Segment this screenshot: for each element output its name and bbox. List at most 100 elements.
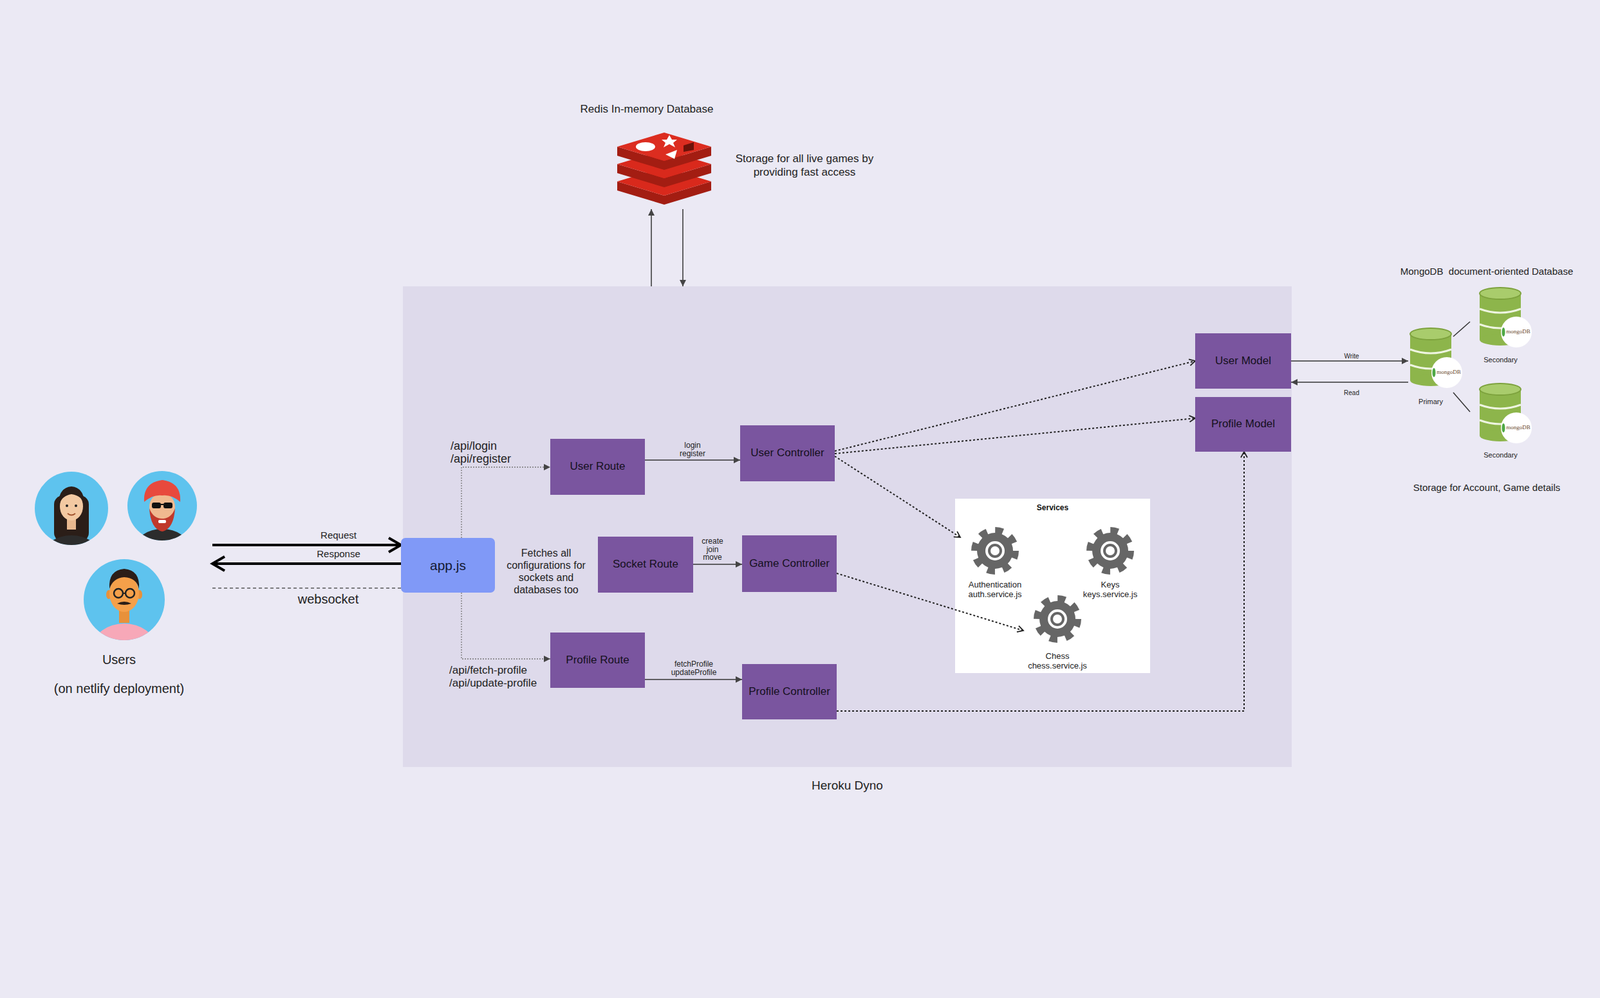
note: Storage for all live games by providing …: [733, 151, 876, 179]
node-label: Game Controller: [749, 557, 830, 571]
node-label: User Controller: [750, 446, 824, 460]
database-cylinder: [1432, 368, 1436, 378]
process-box: Game Controller: [742, 535, 837, 593]
connector: [1453, 321, 1470, 337]
connector: [461, 467, 551, 539]
user-avatar: [127, 471, 197, 541]
edge-label: /api/login /api/register: [450, 439, 523, 466]
user-avatar: [42, 486, 101, 577]
user-avatar: [122, 592, 126, 595]
node-label: User Route: [570, 460, 626, 474]
node-label: Users: [102, 652, 136, 668]
connector: [1291, 381, 1409, 383]
user-avatar: [34, 471, 109, 546]
database-cylinder: [1410, 328, 1463, 389]
edge-label-slot: login register: [673, 441, 712, 459]
process-box: Socket Route: [597, 536, 694, 593]
edge-label-slot: fetchProfile updateProfile: [667, 660, 721, 678]
process-box: User Controller: [740, 425, 835, 482]
connector: [1291, 360, 1409, 362]
gear-icon: [1036, 598, 1079, 640]
database-cylinder: [1502, 423, 1506, 433]
dyno-region: Heroku Dynoapp.jsUser RouteUser Controll…: [402, 286, 1292, 768]
database-cylinder: [1479, 383, 1521, 396]
user-avatar: [125, 588, 135, 598]
user-avatar: [93, 568, 156, 670]
gear-icon: [1089, 530, 1131, 572]
redis-logo: [661, 135, 678, 148]
gear-icon: [1100, 541, 1120, 561]
gear-icon: [1104, 545, 1117, 557]
user-avatar: [93, 623, 156, 670]
node-label: chess.service.js: [1027, 660, 1088, 671]
edge-label: websocket: [297, 592, 360, 607]
database-cylinder: [1500, 412, 1532, 444]
user-avatar: [160, 503, 164, 506]
label-slot: mongoDB: [1504, 424, 1533, 432]
gear-icon: [1089, 530, 1131, 572]
process-box: Profile Model: [1195, 397, 1292, 452]
gear-icon: [1039, 601, 1076, 638]
user-avatar: [158, 520, 167, 524]
redis-logo: [665, 149, 678, 159]
node-label: Secondary: [1483, 451, 1518, 459]
node-label: Redis In-memory Database: [580, 102, 714, 116]
user-avatar: [74, 504, 78, 508]
entry-box: app.js: [400, 538, 495, 593]
edge-label-slot: /api/login /api/register: [450, 439, 523, 466]
node-label: Secondary: [1483, 355, 1518, 364]
gear-icon: [985, 541, 1005, 561]
edge-label: create join move: [696, 537, 729, 562]
services-panel: ServicesAuthenticationauth.service.jsKey…: [955, 498, 1151, 674]
node-label: Heroku Dyno: [811, 778, 884, 793]
node-label: (on netlify deployment): [54, 681, 185, 697]
database-cylinder: [1479, 383, 1532, 444]
edge-label: /api/fetch-profile /api/update-profile: [449, 664, 550, 690]
node-label: app.js: [429, 558, 466, 574]
connector: [834, 456, 961, 538]
process-box: Profile Controller: [742, 664, 837, 720]
redis-database: Redis In-memory Database: [566, 102, 728, 210]
process-box: User Model: [1195, 333, 1292, 389]
edge-label-slot: Read: [1335, 386, 1368, 398]
database-cylinder: [1410, 328, 1452, 340]
label-slot: Storage for Account, Game details: [1383, 482, 1590, 494]
edge-label: login register: [673, 441, 712, 459]
edge-label: Response: [316, 548, 361, 560]
connector: [650, 209, 652, 287]
process-box: Profile Route: [550, 632, 645, 689]
gear-icon: [974, 530, 1016, 572]
node-label: User Model: [1215, 354, 1272, 368]
node-label: Chess: [1045, 651, 1070, 661]
process-box: User Route: [550, 438, 645, 495]
connector: [1453, 392, 1470, 412]
node-label: Services: [1036, 503, 1069, 513]
label-slot: MongoDB document-oriented Database: [1377, 265, 1597, 278]
database-cylinder: [1502, 327, 1506, 337]
node-label: auth.service.js: [967, 589, 1022, 600]
node-label: Profile Controller: [748, 685, 831, 699]
service-gear: Authenticationauth.service.js: [960, 527, 1030, 600]
edge-label: fetchProfile updateProfile: [667, 660, 721, 678]
user-avatar: [65, 504, 69, 508]
gear-icon: [1047, 609, 1068, 629]
user-avatar: [67, 513, 76, 516]
database-node: Secondary: [1469, 382, 1532, 459]
user-avatar: [58, 486, 85, 506]
redis-logo: [617, 132, 712, 161]
database-node: Secondary: [1469, 286, 1532, 364]
connectors: [212, 209, 1470, 712]
database-cylinder: [1500, 316, 1532, 348]
user-avatar: [144, 480, 181, 503]
edge-label-slot: websocket: [283, 592, 374, 607]
redis-logo: [683, 142, 694, 152]
node-label: Keys: [1101, 579, 1120, 590]
edge-label: Read: [1343, 389, 1360, 398]
user-avatar: [113, 588, 123, 598]
gear-icon: [974, 530, 1016, 572]
connector: [834, 361, 1196, 452]
edge-label-slot: create join move: [696, 537, 729, 563]
